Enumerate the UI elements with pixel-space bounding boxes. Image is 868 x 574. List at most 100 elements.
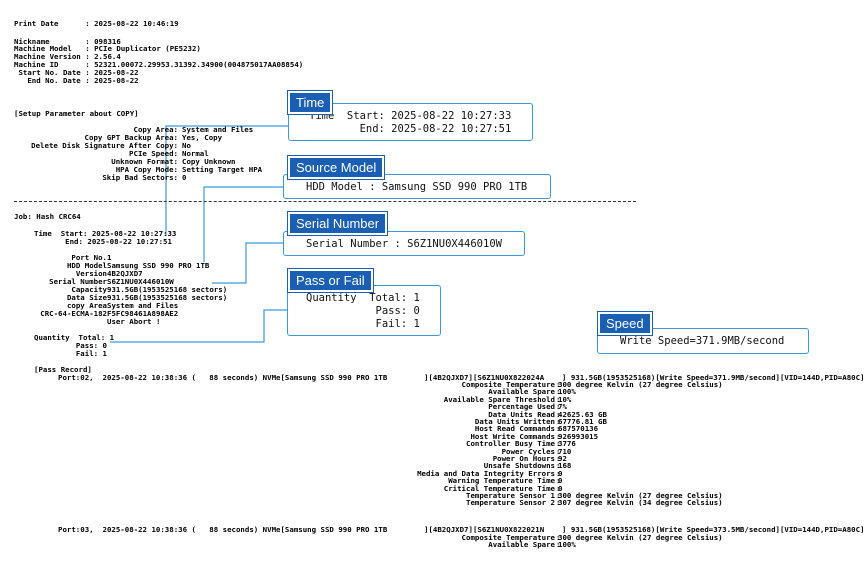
smart-label: Critical Temperature Time — [443, 483, 555, 493]
smart-label: Percentage Used — [488, 402, 555, 412]
smart-colon: : — [556, 491, 561, 500]
smart-label: Composite Temperature — [461, 380, 555, 389]
port02-right: ][4B2QJXD7][S6Z1NU0X822024A ] 931.5GB(19… — [424, 373, 865, 382]
setup-value: Setting Target HPA — [182, 165, 263, 174]
smart-value: 687570136 — [558, 424, 599, 434]
smart-value: 42625.63 GB — [558, 409, 607, 419]
smart-colon: : — [556, 476, 561, 486]
smart-label: Media and Data Integrity Errors — [417, 468, 555, 478]
smart-value: 926993015 — [558, 431, 599, 441]
smart-colon: : — [556, 468, 561, 478]
smart-colon: : — [556, 483, 561, 493]
pass-fail-connector — [110, 309, 288, 343]
job-value: Samsung SSD 990 PRO 1TB — [107, 261, 210, 270]
smart-label: Temperature Sensor 2 — [466, 498, 555, 508]
job-value: 4B2QJXD7 — [107, 269, 143, 278]
smart-label: Warning Temperature Time — [448, 476, 555, 486]
end-no-date: End No. Date : 2025-08-22 — [14, 76, 139, 85]
port03-right: ][4B2QJXD7][S6Z1NU0X822021N ] 931.5GB(19… — [424, 525, 865, 534]
job-label: CRC-64-ECMA-182 — [40, 309, 107, 318]
section-divider — [14, 201, 636, 202]
smart-value: 7% — [558, 402, 567, 412]
smart-value: 3776 — [558, 439, 576, 449]
smart-label: Power On Hours — [492, 454, 555, 463]
pass-record-title: [Pass Record] — [34, 365, 92, 374]
smart-value: 307 degree Kelvin (34 degree Celsius) — [558, 498, 723, 508]
start-no-date: Start No. Date : 2025-08-22 — [14, 68, 139, 77]
setup-title: [Setup Parameter about COPY] — [14, 109, 139, 118]
source-model-connector — [203, 186, 288, 262]
job-abort: User Abort ! — [107, 317, 161, 326]
smart-colon: : — [556, 424, 561, 434]
smart-label: Available Spare — [488, 540, 555, 550]
smart-label: Available Spare — [488, 387, 555, 397]
serial-number-connector — [212, 242, 288, 284]
smart-colon: : — [556, 533, 561, 542]
job-value: 931.5GB(1953525168 sectors) — [107, 285, 228, 294]
job-value: System and Files — [107, 301, 179, 310]
job-value: F5FC98461A898AE2 — [107, 309, 179, 318]
smart-label: Data Units Written — [474, 417, 555, 426]
quantity-pass: Pass: 0 — [75, 341, 107, 350]
nickname: Nickname : 098316 — [14, 37, 121, 46]
smart-value: 0 — [558, 468, 563, 478]
job-label: Version — [75, 269, 107, 278]
smart-label: Available Spare Threshold — [443, 394, 555, 404]
pass-fail-callout-title: Pass or Fail — [288, 269, 373, 292]
job-label: Capacity — [71, 285, 107, 294]
job-value: 1 — [107, 253, 112, 262]
smart-colon: : — [556, 431, 561, 441]
setup-label: HPA Copy Mode: — [115, 165, 178, 174]
smart-label: Controller Busy Time — [466, 439, 555, 449]
job-label: Data Size — [66, 293, 107, 302]
smart-value: 0 — [558, 483, 563, 493]
setup-label: Copy GPT Backup Area: — [84, 133, 178, 142]
smart-value: 10% — [558, 394, 572, 404]
smart-value: 100% — [558, 387, 576, 397]
setup-label: Delete Disk Signature After Copy: — [31, 141, 178, 150]
setup-value: Normal — [182, 149, 209, 158]
smart-value: 67776.81 GB — [558, 417, 607, 426]
port02-line: Port:02, 2025-08-22 10:38:36 ( 88 second… — [58, 373, 388, 382]
source-model-callout-title: Source Model — [288, 156, 385, 179]
machine-version: Machine Version : 2.56.4 — [14, 52, 121, 61]
smart-value: 168 — [558, 461, 572, 471]
smart-label: Composite Temperature — [461, 533, 555, 542]
smart-label: Data Units Read — [488, 409, 555, 419]
port03-line: Port:03, 2025-08-22 10:38:36 ( 88 second… — [58, 525, 388, 534]
smart-colon: : — [556, 387, 561, 397]
speed-callout-title: Speed — [598, 312, 652, 335]
smart-label: Host Write Commands — [470, 431, 555, 441]
smart-colon: : — [556, 461, 561, 471]
smart-colon: : — [556, 439, 561, 449]
smart-value: 300 degree Kelvin (27 degree Celsius) — [558, 491, 723, 500]
smart-label: Temperature Sensor 1 — [466, 491, 555, 500]
job-title: Job: Hash CRC64 — [14, 212, 81, 221]
job-label: Serial Number — [49, 277, 107, 286]
smart-label: Unsafe Shutdowns — [483, 461, 555, 471]
serial-number-callout-box: Serial Number : S6Z1NU0X446010W — [283, 231, 525, 256]
smart-colon: : — [556, 380, 561, 389]
smart-value: 710 — [558, 446, 572, 456]
smart-value: 300 degree Kelvin (27 degree Celsius) — [558, 533, 723, 542]
job-label: copy Area — [66, 301, 107, 310]
smart-colon: : — [556, 454, 561, 463]
job-label: Port No. — [71, 253, 107, 262]
machine-id: Machine ID : 52321.00072.29953.31392.349… — [14, 60, 304, 69]
setup-value: No — [182, 141, 191, 150]
smart-colon: : — [556, 409, 561, 419]
job-label: HDD Model — [66, 261, 107, 270]
smart-colon: : — [556, 394, 561, 404]
smart-value: 92 — [558, 454, 567, 463]
time-connector — [165, 125, 288, 236]
smart-label: Power Cycles — [501, 446, 555, 456]
setup-label: Skip Bad Sectors: — [102, 173, 178, 182]
setup-value: Yes, Copy — [182, 133, 223, 142]
job-value: S6Z1NU0X446010W — [107, 277, 174, 286]
pass-fail-callout-box: Quantity Total: 1 Pass: 0 Fail: 1 — [287, 285, 441, 336]
smart-value: 0 — [558, 476, 563, 486]
setup-value: 0 — [182, 173, 187, 182]
setup-value: System and Files — [182, 125, 254, 134]
print-date: Print Date : 2025-08-22 10:46:19 — [14, 19, 179, 28]
